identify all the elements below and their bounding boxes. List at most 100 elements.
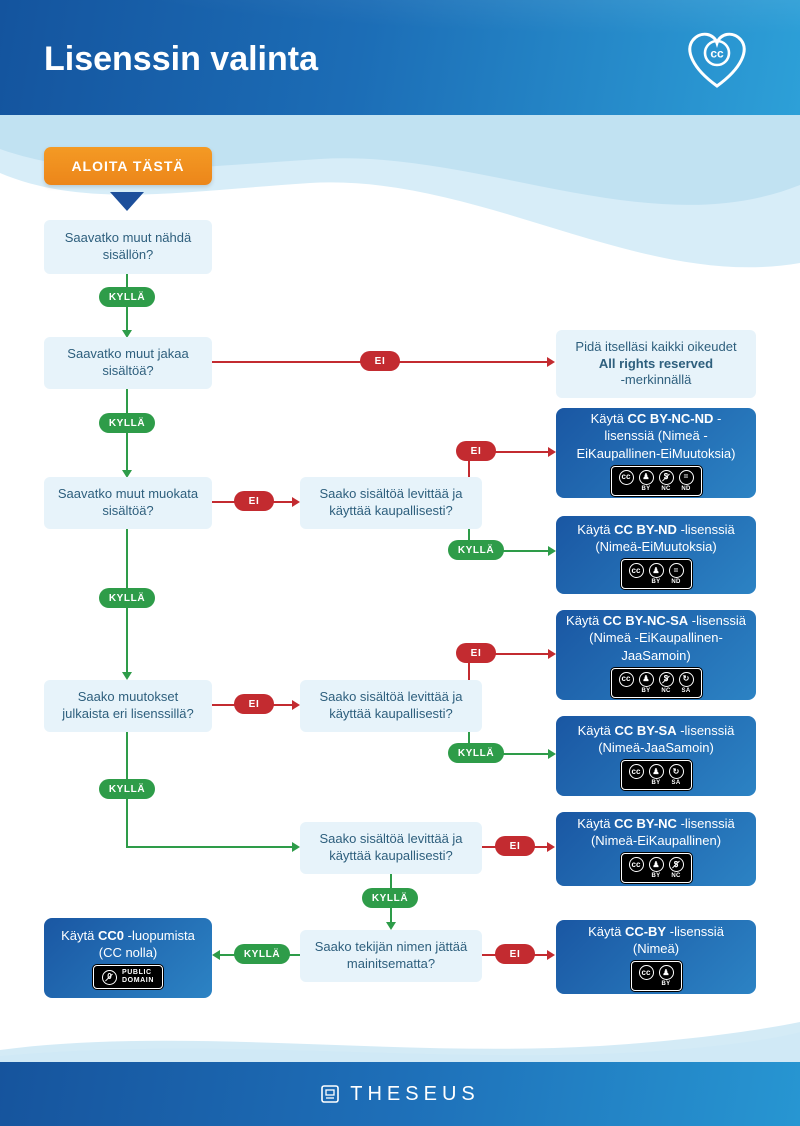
arrowhead-commercial2-bysa bbox=[548, 749, 556, 759]
cc-icon: cc bbox=[618, 671, 634, 687]
connector-commercial1-byncnd-vertical bbox=[468, 452, 470, 477]
connector-commercial1-byncnd-horizontal bbox=[468, 451, 550, 453]
arrowhead-q3-commercial1 bbox=[292, 497, 300, 507]
arrowhead-commercial1-byncnd bbox=[548, 447, 556, 457]
footer-banner: THESEUS bbox=[0, 1062, 800, 1126]
nc-dollar-icon: $ bbox=[668, 857, 684, 873]
sa-arrow-icon: ↻ bbox=[668, 764, 684, 780]
pill-yes-commercial3: KYLLÄ bbox=[362, 888, 418, 908]
cc-by-badge: cc ♟BY bbox=[630, 961, 682, 992]
question-modify-content: Saavatko muut muokata sisältöä? bbox=[44, 477, 212, 529]
arrowhead-q1-q2 bbox=[122, 330, 132, 338]
public-domain-label-line1: PUBLIC bbox=[122, 969, 152, 977]
cc-icon: cc bbox=[618, 469, 634, 485]
svg-text:cc: cc bbox=[710, 47, 724, 61]
all-rights-line2: All rights reserved bbox=[598, 355, 714, 371]
page-title: Lisenssin valinta bbox=[44, 40, 318, 78]
pill-yes-q3: KYLLÄ bbox=[99, 588, 155, 608]
sa-arrow-icon: ↻ bbox=[678, 671, 694, 687]
result-cc-by-nd: Käytä CC BY-ND -lisenssiä (Nimeä-EiMuuto… bbox=[556, 516, 756, 594]
by-person-icon: ♟ bbox=[638, 671, 654, 687]
result-cc-by-nc: Käytä CC BY-NC -lisenssiä (Nimeä-EiKaupa… bbox=[556, 812, 756, 886]
arrowhead-q4-commercial3 bbox=[292, 842, 300, 852]
pill-yes-q4: KYLLÄ bbox=[99, 779, 155, 799]
theseus-logo-icon bbox=[321, 1085, 340, 1103]
cc-icon: cc bbox=[628, 764, 644, 780]
cc-by-nc-badge: cc ♟BY $NC bbox=[620, 853, 692, 884]
connector-commercial2-byncsa-horizontal bbox=[468, 653, 550, 655]
footer-brand: THESEUS bbox=[350, 1082, 480, 1105]
arrowhead-q2-allrights bbox=[547, 357, 555, 367]
pill-yes-commercial2: KYLLÄ bbox=[448, 743, 504, 763]
result-all-rights-reserved: Pidä itselläsi kaikki oikeudet All right… bbox=[556, 330, 756, 398]
cc-zero-icon: 0 bbox=[102, 969, 117, 985]
question-share-content: Saavatko muut jakaa sisältöä? bbox=[44, 337, 212, 389]
cc-by-nd-badge: cc ♟BY =ND bbox=[620, 559, 692, 590]
cc-by-nc-nd-badge: cc ♟BY $NC =ND bbox=[610, 465, 702, 496]
pill-no-anonymous: EI bbox=[495, 944, 535, 964]
connector-commercial1-bynd-horizontal bbox=[468, 550, 550, 552]
by-person-icon: ♟ bbox=[648, 857, 664, 873]
arrowhead-q2-q3 bbox=[122, 470, 132, 478]
pill-no-commercial3: EI bbox=[495, 836, 535, 856]
result-cc-by-nc-nd-text: Käytä CC BY-NC-ND -lisenssiä (Nimeä -EiK… bbox=[576, 411, 736, 461]
result-cc-by-nc-sa: Käytä CC BY-NC-SA -lisenssiä (Nimeä -EiK… bbox=[556, 610, 756, 700]
arrowhead-commercial3-bync bbox=[547, 842, 555, 852]
nd-equals-icon: = bbox=[678, 469, 694, 485]
by-person-icon: ♟ bbox=[648, 563, 664, 579]
cc-by-sa-badge: cc ♟BY ↻SA bbox=[620, 760, 692, 791]
result-cc-by-sa: Käytä CC BY-SA -lisenssiä (Nimeä-JaaSamo… bbox=[556, 716, 756, 796]
connector-commercial2-bysa-horizontal bbox=[468, 753, 550, 755]
question-anonymous: Saako tekijän nimen jättää mainitsematta… bbox=[300, 930, 482, 982]
cc-heart-logo-icon: cc bbox=[688, 32, 746, 88]
pill-yes-anonymous: KYLLÄ bbox=[234, 944, 290, 964]
result-cc-by: Käytä CC-BY -lisenssiä (Nimeä) cc ♟BY bbox=[556, 920, 756, 994]
question-commercial-1: Saako sisältöä levittää ja käyttää kaupa… bbox=[300, 477, 482, 529]
cc-icon: cc bbox=[628, 563, 644, 579]
arrowhead-commercial2-byncsa bbox=[548, 649, 556, 659]
connector-q4-commercial3-horizontal bbox=[126, 846, 294, 848]
nc-dollar-icon: $ bbox=[658, 671, 674, 687]
question-commercial-2: Saako sisältöä levittää ja käyttää kaupa… bbox=[300, 680, 482, 732]
all-rights-line3: -merkinnällä bbox=[620, 372, 692, 388]
arrowhead-q4-commercial2 bbox=[292, 700, 300, 710]
wave-decoration-bottom bbox=[0, 1022, 800, 1062]
arrowhead-commercial1-bynd bbox=[548, 546, 556, 556]
start-down-arrow-icon bbox=[110, 192, 144, 211]
result-cc-by-nc-nd: Käytä CC BY-NC-ND -lisenssiä (Nimeä -EiK… bbox=[556, 408, 756, 498]
header-banner bbox=[0, 0, 800, 115]
arrowhead-commercial3-anonymous bbox=[386, 922, 396, 930]
public-domain-label-line2: DOMAIN bbox=[122, 977, 154, 985]
connector-commercial2-byncsa-vertical bbox=[468, 654, 470, 680]
cc-by-nc-sa-badge: cc ♟BY $NC ↻SA bbox=[610, 667, 702, 698]
arrowhead-q3-q4 bbox=[122, 672, 132, 680]
pill-yes-q2: KYLLÄ bbox=[99, 413, 155, 433]
public-domain-badge: 0 PUBLIC DOMAIN bbox=[93, 965, 163, 990]
arrowhead-anonymous-ccby bbox=[547, 950, 555, 960]
result-cc0: Käytä CC0 -luopumista (CC nolla) 0 PUBLI… bbox=[44, 918, 212, 998]
question-see-content: Saavatko muut nähdä sisällön? bbox=[44, 220, 212, 274]
pill-yes-q1: KYLLÄ bbox=[99, 287, 155, 307]
nd-equals-icon: = bbox=[668, 563, 684, 579]
result-cc0-text: Käytä CC0 -luopumista (CC nolla) bbox=[61, 927, 195, 960]
result-cc-by-nc-sa-text: Käytä CC BY-NC-SA -lisenssiä (Nimeä -EiK… bbox=[566, 613, 746, 663]
result-cc-by-sa-text: Käytä CC BY-SA -lisenssiä (Nimeä-JaaSamo… bbox=[577, 722, 735, 755]
nc-dollar-icon: $ bbox=[658, 469, 674, 485]
pill-no-q4: EI bbox=[234, 694, 274, 714]
question-relicense: Saako muutokset julkaista eri lisenssill… bbox=[44, 680, 212, 732]
pill-no-q3: EI bbox=[234, 491, 274, 511]
pill-no-commercial1: EI bbox=[456, 441, 496, 461]
arrowhead-anonymous-cc0 bbox=[212, 950, 220, 960]
all-rights-line1: Pidä itselläsi kaikki oikeudet bbox=[575, 338, 737, 354]
start-here-button: ALOITA TÄSTÄ bbox=[44, 147, 212, 185]
result-cc-by-text: Käytä CC-BY -lisenssiä (Nimeä) bbox=[588, 923, 724, 956]
cc-icon: cc bbox=[638, 965, 654, 981]
result-cc-by-nd-text: Käytä CC BY-ND -lisenssiä (Nimeä-EiMuuto… bbox=[577, 521, 735, 554]
pill-no-q2: EI bbox=[360, 351, 400, 371]
by-person-icon: ♟ bbox=[638, 469, 654, 485]
by-person-icon: ♟ bbox=[658, 965, 674, 981]
pill-yes-commercial1: KYLLÄ bbox=[448, 540, 504, 560]
cc-icon: cc bbox=[628, 857, 644, 873]
pill-no-commercial2: EI bbox=[456, 643, 496, 663]
